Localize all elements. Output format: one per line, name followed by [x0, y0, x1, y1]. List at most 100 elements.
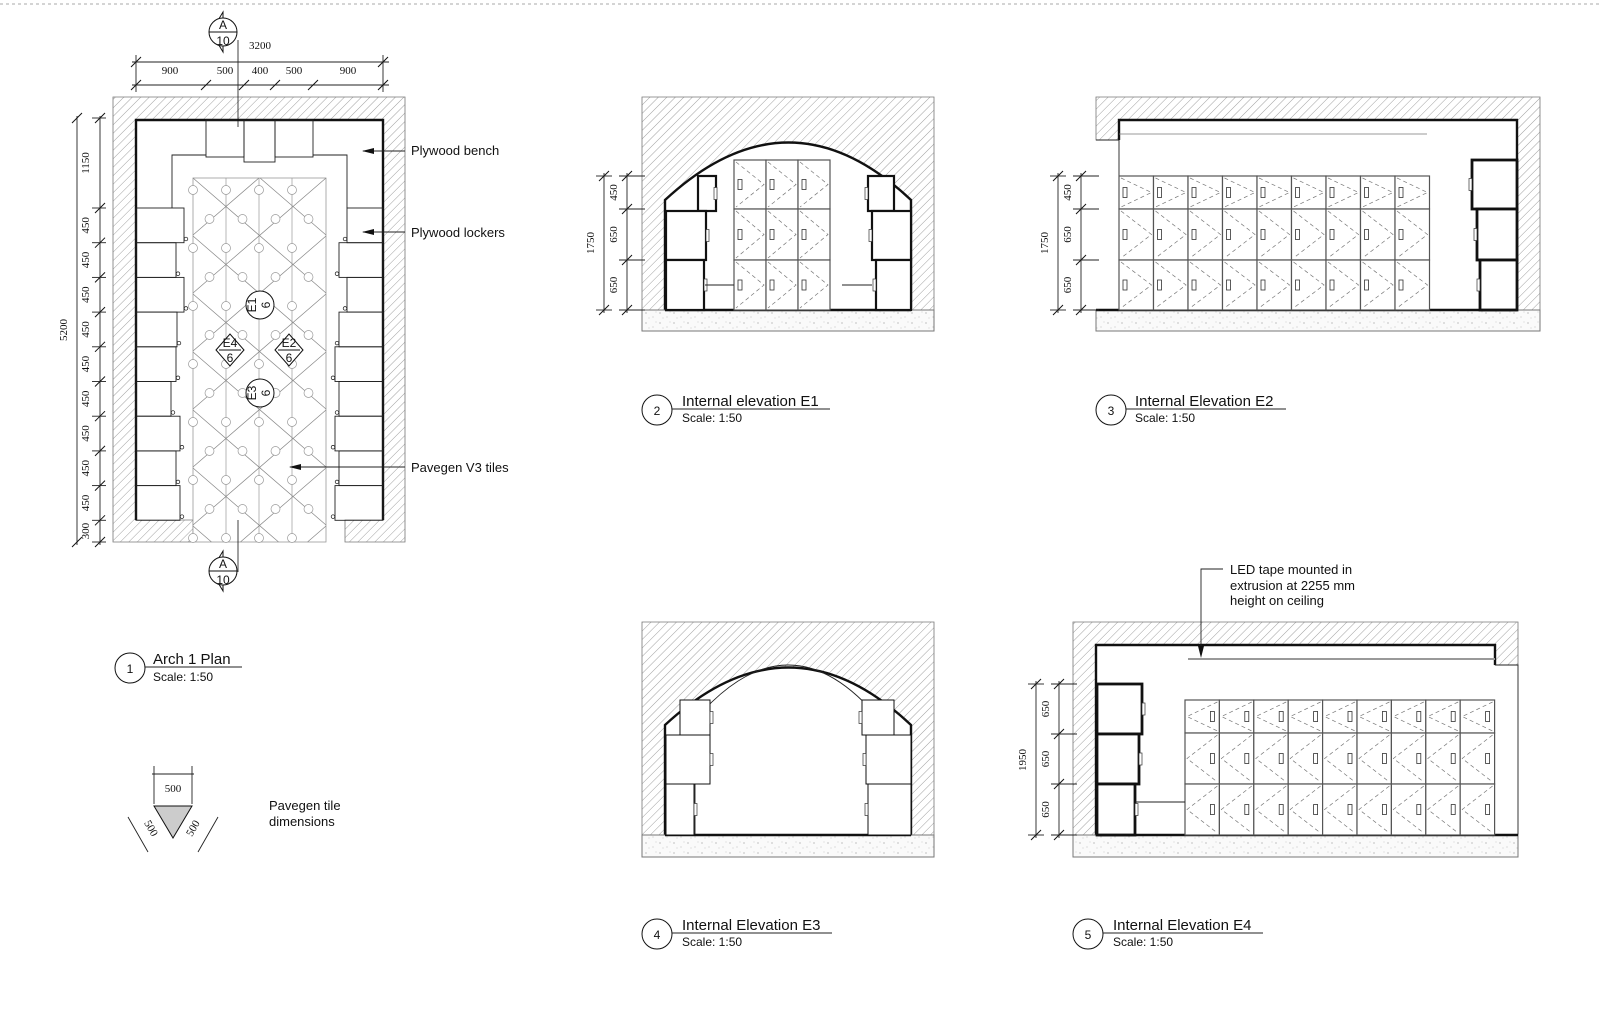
tile-node	[204, 330, 215, 340]
locker-lock-icon	[1295, 279, 1300, 291]
locker-lock-icon	[1485, 753, 1490, 764]
locker-lock-icon	[1260, 187, 1266, 198]
elevation-e3: 4 Internal Elevation E3 Scale: 1:50	[641, 621, 935, 950]
arch-1-plan: E1 6 E2 6 E4 6 E3 6 A 10	[58, 10, 509, 853]
locker	[338, 242, 384, 278]
locker	[135, 450, 177, 487]
door-swing	[1224, 261, 1256, 309]
door-swing	[1358, 785, 1390, 834]
section-marker-top[interactable]: A 10	[208, 10, 239, 127]
locker-handle	[709, 753, 714, 766]
side-locker	[664, 258, 706, 312]
e1-floor	[641, 309, 935, 332]
locker-lock-icon	[1416, 753, 1422, 764]
svg-text:400: 400	[252, 65, 269, 77]
locker-lock-icon	[1157, 229, 1162, 240]
svg-text:10: 10	[216, 34, 230, 48]
door-swing	[767, 210, 797, 259]
locker	[338, 311, 384, 348]
tile-node	[221, 301, 231, 311]
door-swing	[1255, 785, 1287, 834]
door-swing	[1396, 177, 1429, 208]
locker-lock-icon	[1278, 753, 1284, 764]
tile-node	[254, 185, 264, 195]
locker-handle	[709, 711, 714, 724]
locker	[135, 242, 177, 278]
side-locker	[861, 699, 895, 736]
dimension-tick	[307, 79, 319, 91]
locker-handle	[862, 753, 867, 766]
dimension-label: 450	[80, 251, 92, 268]
plan-dimensions-top: 3200 900 500 400 500 900	[130, 40, 389, 92]
locker-lock-icon	[801, 179, 807, 190]
locker-handle	[334, 271, 340, 276]
section-marker-bottom[interactable]: A 10	[208, 520, 239, 593]
svg-text:Pavegen tile: Pavegen tile	[269, 798, 341, 813]
door-swing	[1327, 177, 1360, 208]
svg-text:E3: E3	[245, 385, 259, 400]
locker	[135, 415, 181, 452]
locker-handle	[342, 306, 348, 311]
door-swing	[1254, 701, 1287, 732]
svg-text:5200: 5200	[58, 319, 70, 342]
locker-lock-icon	[1191, 187, 1197, 198]
door-swing	[1189, 210, 1222, 259]
door-swing	[1324, 734, 1356, 783]
dimension-label: 450	[80, 286, 92, 303]
side-locker	[1478, 258, 1519, 312]
locker-lock-icon	[1210, 804, 1215, 815]
door-swing	[1427, 785, 1459, 834]
dimension-label: 1950	[1017, 749, 1029, 772]
locker-lock-icon	[1364, 229, 1369, 240]
locker-handle	[1134, 803, 1139, 816]
locker-lock-icon	[1244, 753, 1250, 764]
svg-text:4: 4	[654, 928, 661, 942]
door-swing	[1120, 210, 1153, 259]
svg-text:6: 6	[286, 351, 293, 365]
locker-lock-icon	[1122, 187, 1128, 198]
locker	[338, 381, 384, 417]
locker	[135, 276, 185, 313]
locker	[135, 346, 177, 382]
door-swing	[1224, 177, 1256, 208]
dimension-label: 650	[1040, 700, 1052, 717]
e1-lockers	[664, 159, 913, 312]
svg-text:10: 10	[216, 573, 230, 587]
e2-title-block: 3 Internal Elevation E2 Scale: 1:50	[1095, 393, 1286, 426]
tile-node	[303, 330, 314, 340]
bench-lockers-top	[205, 119, 314, 163]
dimension-tick	[238, 79, 250, 91]
dimension-label: 1750	[585, 232, 597, 255]
tile-node	[188, 417, 198, 427]
e2-lockers	[1118, 158, 1519, 312]
svg-text:5: 5	[1085, 928, 1092, 942]
door-swing	[799, 261, 829, 309]
e3-lockers	[665, 699, 912, 836]
door-swing	[799, 210, 829, 259]
locker-lock-icon	[1226, 279, 1231, 291]
dimension-tick	[269, 79, 281, 91]
tile-node	[221, 243, 231, 253]
door-swing	[1258, 210, 1291, 259]
locker-lock-icon	[1364, 187, 1369, 198]
locker-lock-icon	[1122, 229, 1128, 240]
door-swing	[1220, 734, 1253, 783]
side-locker	[1095, 732, 1141, 786]
locker-lock-icon	[1382, 711, 1387, 722]
locker-lock-icon	[1260, 279, 1266, 291]
locker-lock-icon	[1450, 804, 1456, 815]
door-swing	[1289, 734, 1321, 783]
door-swing	[1189, 261, 1222, 309]
locker-lock-icon	[1382, 804, 1387, 815]
dimension-label: 1150	[80, 152, 92, 174]
svg-text:E1: E1	[245, 297, 259, 312]
locker-handle	[864, 803, 869, 816]
locker-handle	[183, 236, 189, 242]
locker-handle	[705, 229, 710, 242]
locker	[135, 207, 185, 244]
locker-lock-icon	[1329, 187, 1335, 198]
locker	[135, 311, 178, 348]
svg-text:Scale: 1:50: Scale: 1:50	[1113, 935, 1173, 949]
svg-text:6: 6	[259, 389, 273, 396]
